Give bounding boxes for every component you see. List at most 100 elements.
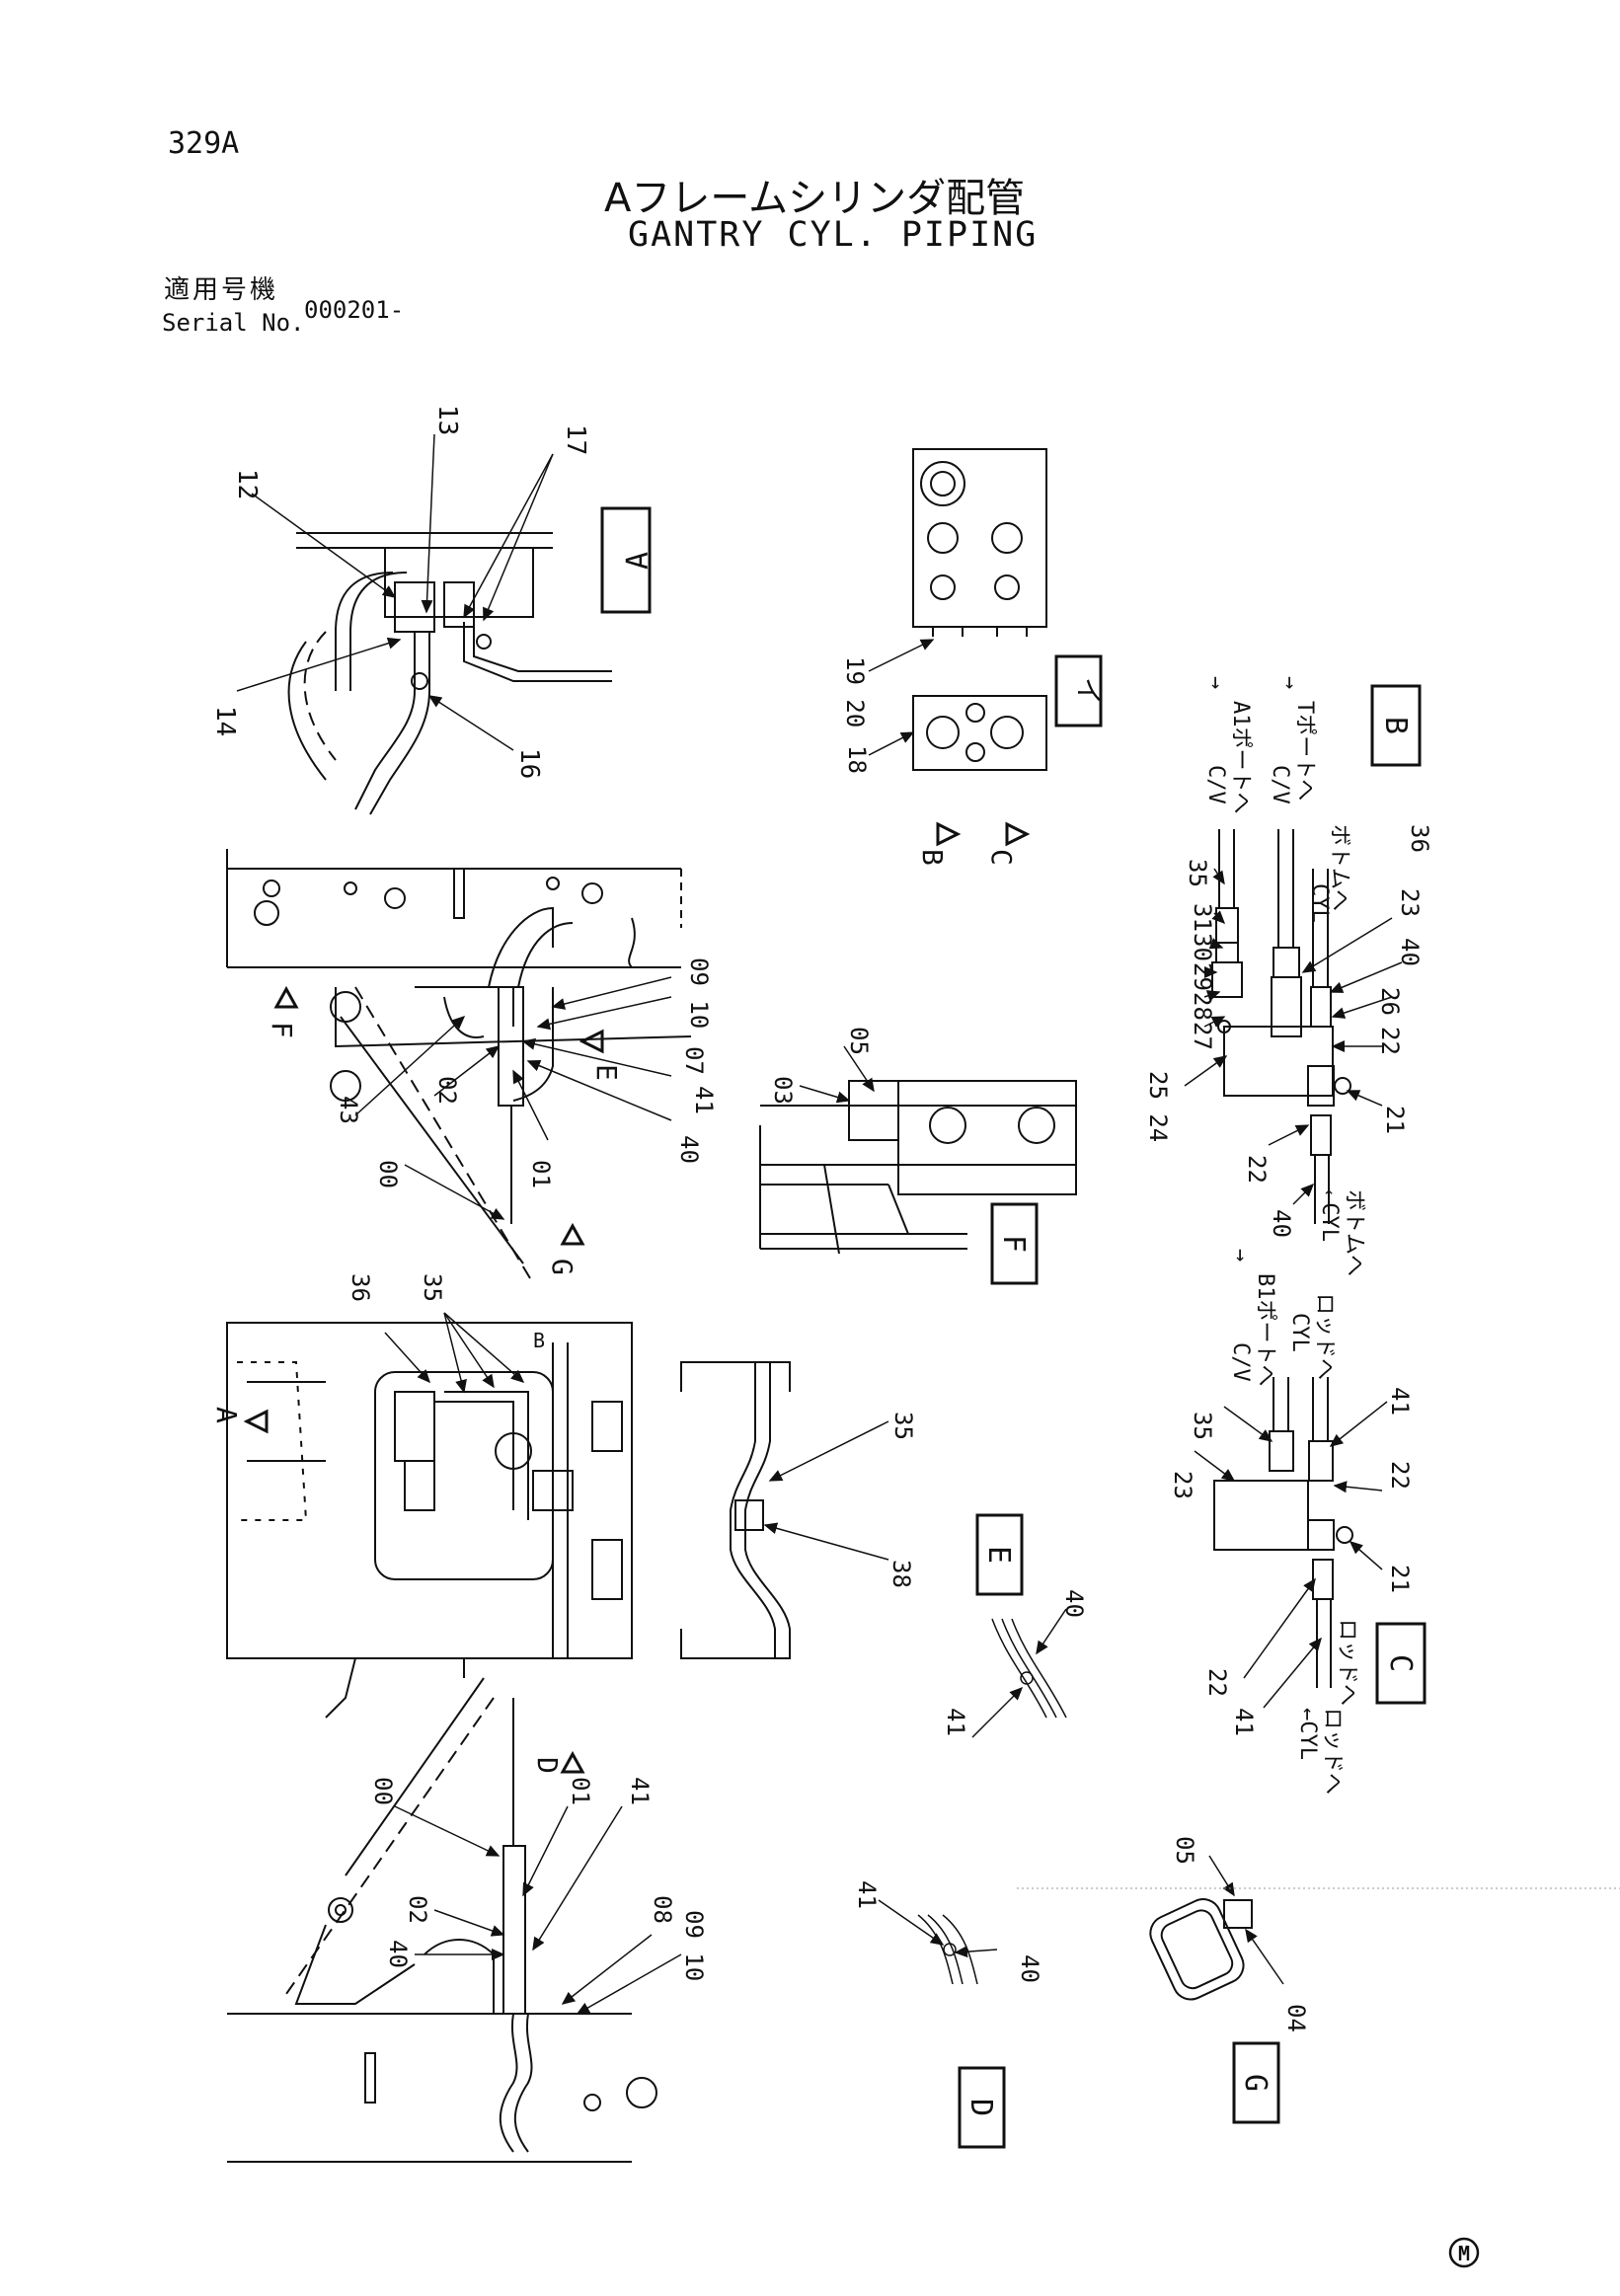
view-label-c-box	[1375, 1622, 1427, 1705]
part-41-top: 41	[690, 1086, 718, 1114]
part-40-e: 40	[1060, 1589, 1088, 1618]
annot-b-bottom-top: ボトムへ	[1327, 824, 1351, 911]
svg-text:D: D	[531, 1757, 564, 1774]
view-label-g-box	[1232, 2041, 1280, 2124]
view-label-a: A	[621, 552, 656, 570]
part-36-b: 36	[1406, 824, 1433, 853]
annot-c-cyl: ←CYL	[1295, 1708, 1320, 1760]
title-japanese: Aフレームシリンダ配管	[604, 176, 1026, 221]
view-label-d-box	[958, 2066, 1006, 2149]
detail-c-drawing	[1213, 1377, 1353, 1688]
part-05-f: 05	[845, 1027, 873, 1055]
part-03-f: 03	[769, 1076, 797, 1105]
part-01-bottom: 01	[567, 1777, 594, 1805]
annot-b-a1-port: A1ポートへ	[1228, 701, 1253, 814]
part-14: 14	[210, 706, 240, 736]
part-41-d: 41	[853, 1880, 881, 1909]
part-26-b: 26	[1376, 987, 1404, 1016]
detail-d-drawing	[917, 1914, 978, 1985]
view-label-f-box	[990, 1202, 1039, 1285]
svg-text:B: B	[916, 849, 949, 866]
part-31-b: 31	[1189, 903, 1216, 932]
marker-b: B	[916, 821, 962, 866]
part-21-c: 21	[1386, 1565, 1414, 1593]
main-frame-drawing	[226, 849, 692, 1284]
part-25-24-b: 25 24	[1144, 1071, 1172, 1142]
part-35-c: 35	[1189, 1412, 1216, 1440]
annot-b-up-arrow-2: →	[1277, 676, 1302, 689]
annot-c-rod-side: ロッドへ	[1335, 1619, 1359, 1706]
detail-f-drawing	[759, 1080, 1077, 1255]
annot-c-rod: ロッドへ	[1320, 1708, 1345, 1795]
detail-c-leaders	[1194, 1401, 1388, 1709]
part-17: 17	[561, 424, 590, 455]
detail-a-drawing	[287, 532, 612, 815]
part-27-b: 27	[1189, 1022, 1216, 1050]
annot-b-cv-a1: C/V	[1203, 765, 1228, 804]
part-00-top: 00	[374, 1160, 402, 1188]
part-41-c-low: 41	[1230, 1708, 1258, 1736]
part-40-d: 40	[1016, 1954, 1043, 1983]
part-41-c-top: 41	[1386, 1387, 1414, 1416]
detail-g-drawing	[1149, 1898, 1253, 2001]
part-00-bottom: 00	[369, 1777, 397, 1805]
part-38-e: 38	[887, 1560, 915, 1588]
annot-b1-rod: ロッドへ	[1312, 1293, 1337, 1380]
part-22-c-low: 22	[1203, 1668, 1231, 1697]
part-30-b: 30	[1189, 933, 1216, 961]
svg-text:C: C	[985, 849, 1018, 866]
annot-b-t-port: Tポートへ	[1292, 701, 1317, 801]
svg-text:F: F	[266, 1022, 298, 1038]
view-label-b: B	[1378, 717, 1413, 734]
part-35-main: 35	[419, 1273, 446, 1302]
part-28-b: 28	[1189, 992, 1216, 1021]
part-12: 12	[232, 469, 262, 499]
footer-mark: M	[1448, 2237, 1480, 2268]
serial-label-english: Serial No.	[162, 309, 305, 337]
detail-e-sub-drawing	[991, 1618, 1067, 1719]
part-01-top: 01	[527, 1160, 555, 1188]
part-05-g: 05	[1171, 1836, 1198, 1865]
part-23-c: 23	[1169, 1471, 1196, 1499]
marker-a: A	[210, 1407, 269, 1434]
serial-label-japanese: 適用号機	[164, 275, 279, 305]
marker-g: G	[546, 1222, 585, 1275]
marker-d: D	[531, 1750, 585, 1774]
part-41-bottom: 41	[626, 1777, 654, 1805]
view-label-i-box	[1054, 654, 1103, 727]
part-21-b: 21	[1381, 1106, 1409, 1134]
detail-a-leaders	[236, 433, 554, 751]
view-label-b-box	[1370, 684, 1422, 767]
annot-b-cyl-low: ←CYL	[1317, 1189, 1342, 1242]
marker-e: E	[579, 1029, 623, 1081]
page-code: 329A	[168, 126, 240, 161]
annot-b-cv-t: C/V	[1268, 765, 1292, 804]
part-09-10-bottom: 09 10	[680, 1910, 708, 1981]
marker-f: F	[266, 985, 299, 1038]
part-41-e: 41	[942, 1708, 969, 1736]
view-label-d: D	[964, 2099, 998, 2116]
main-body-leaders	[384, 1312, 525, 1394]
annot-b-up-arrow-1: →	[1203, 676, 1228, 689]
part-02-bottom: 02	[404, 1895, 431, 1924]
annot-b1-port: B1ポートへ	[1253, 1273, 1277, 1387]
part-04-g: 04	[1282, 2004, 1310, 2032]
main-body-drawing	[226, 1322, 633, 1719]
part-35-b: 35	[1184, 859, 1211, 887]
part-40-bottom: 40	[384, 1940, 412, 1968]
serial-number-value: 000201-	[304, 296, 405, 324]
view-label-c: C	[1383, 1654, 1418, 1672]
part-23-b: 23	[1396, 888, 1424, 917]
annot-b1-cyl: CYL	[1287, 1313, 1312, 1352]
part-40-b-right: 40	[1396, 938, 1424, 966]
lower-frame-drawing	[227, 1677, 657, 2163]
part-16: 16	[514, 748, 544, 779]
part-22-b-top: 22	[1376, 1027, 1404, 1055]
annot-b1-cv: C/V	[1228, 1342, 1253, 1382]
view-label-g: G	[1238, 2074, 1273, 2092]
part-35-e: 35	[889, 1412, 917, 1440]
part-08-bottom: 08	[649, 1895, 676, 1924]
view-label-f: F	[996, 1235, 1031, 1253]
part-07: 07	[680, 1046, 708, 1075]
annot-b1-up-arrow: →	[1228, 1249, 1253, 1262]
